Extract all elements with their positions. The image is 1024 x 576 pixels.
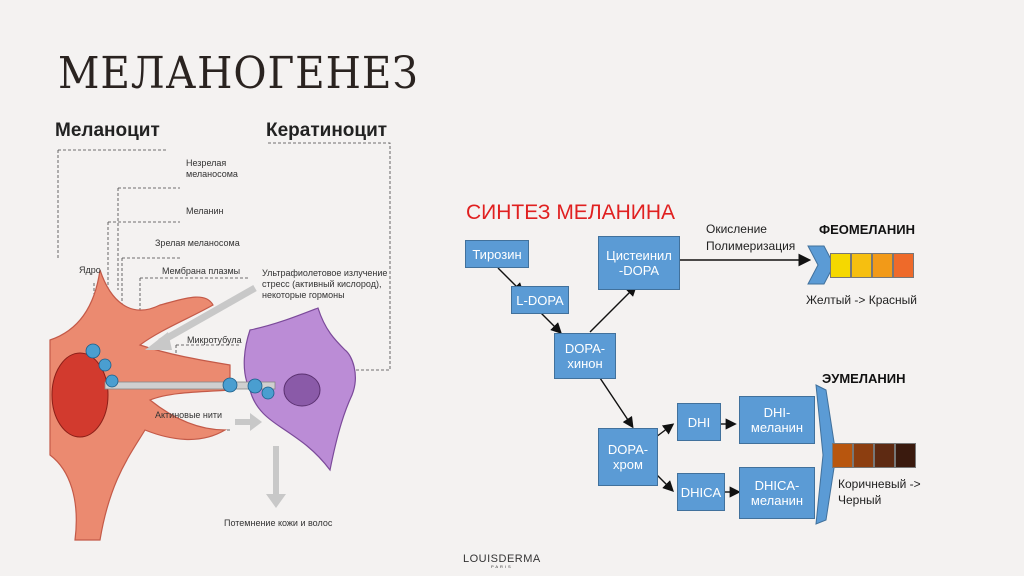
label-mature-melanosome: Зрелая меланосома (155, 238, 240, 248)
color-swatch (851, 253, 872, 278)
box-l-dopa: L-DOPA (511, 286, 569, 314)
keratinocyte-heading: Кератиноцит (266, 120, 388, 141)
color-swatch (893, 253, 914, 278)
label-skin-darkening: Потемнение кожи и волос (224, 518, 333, 528)
color-swatch (872, 253, 893, 278)
pheomelanin-caption: Желтый -> Красный (806, 293, 917, 307)
box-tyrosine: Тирозин (465, 240, 529, 268)
footer-logo: LOUISDERMA PARIS (463, 553, 541, 569)
box-dopa-chrome: DOPA-хром (598, 428, 658, 486)
page-title: МЕЛАНОГЕНЕЗ (58, 48, 419, 99)
box-dhi-melanin: DHI-меланин (739, 396, 815, 444)
label-melanin: Меланин (186, 206, 224, 216)
melanocyte-heading: Меланоцит (55, 120, 160, 141)
box-dopa-quinone: DOPA-хинон (554, 333, 616, 379)
box-dhica-melanin: DHICA-меланин (739, 467, 815, 519)
box-dhi: DHI (677, 403, 721, 441)
color-swatch (832, 443, 853, 468)
box-cysteinyl-dopa: Цистеинил-DOPA (598, 236, 680, 290)
color-swatch (874, 443, 895, 468)
color-swatch (830, 253, 851, 278)
eumelanin-title: ЭУМЕЛАНИН (822, 371, 906, 386)
eumelanin-caption: Коричневый ->Черный (838, 477, 921, 507)
pheomelanin-title: ФЕОМЕЛАНИН (819, 222, 916, 237)
color-swatch (853, 443, 874, 468)
label-actin-filaments: Актиновые нити (155, 410, 223, 420)
color-swatch (895, 443, 916, 468)
label-plasma-membrane: Мембрана плазмы (162, 266, 241, 276)
label-microtubule: Микротубула (187, 335, 242, 345)
label-nucleus: Ядро (79, 265, 101, 275)
box-dhica: DHICA (677, 473, 725, 511)
synthesis-title: СИНТЕЗ МЕЛАНИНА (466, 201, 676, 224)
